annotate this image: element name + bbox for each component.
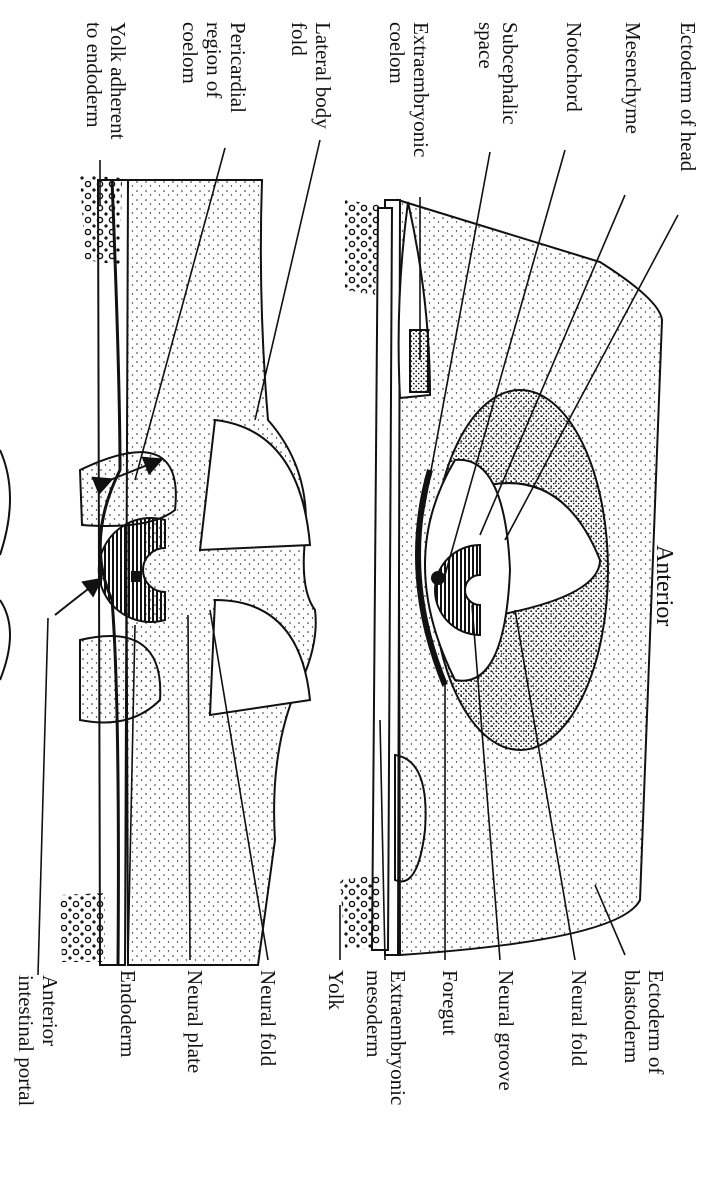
label-extraembryonic-mesoderm: Extraembryonic mesoderm [362,970,410,1105]
lower-section-drawing [0,175,316,965]
upper-section-drawing [340,200,662,955]
label-foregut: Foregut [438,970,462,1035]
label-subcephalic-space: Subcephalic space [474,22,522,125]
label-endoderm: Endoderm [116,970,140,1057]
label-neural-plate: Neural plate [183,970,207,1073]
label-neural-groove: Neural groove [494,970,518,1091]
label-extraembryonic-coelom: Extraembryonic coelom [385,22,433,157]
label-pericardial-region: Pericardial region of coelom [178,22,250,113]
label-ectoderm-of-blastoderm: Ectoderm of blastoderm [620,970,668,1074]
label-neural-fold-lower: Neural fold [256,970,280,1066]
label-anterior-intestinal-portal: Anterior intestinal portal [14,975,62,1106]
title-anterior: Anterior [652,545,676,626]
label-mesenchyme: Mesenchyme [621,22,645,134]
label-neural-fold-upper: Neural fold [567,970,591,1066]
label-lateral-body-fold: Lateral body fold [287,22,335,129]
label-notochord: Notochord [562,22,586,112]
label-yolk: Yolk [324,970,348,1010]
label-ectoderm-of-head: Ectoderm of head [676,22,700,171]
label-yolk-adherent: Yolk adherent to endoderm [82,22,130,139]
